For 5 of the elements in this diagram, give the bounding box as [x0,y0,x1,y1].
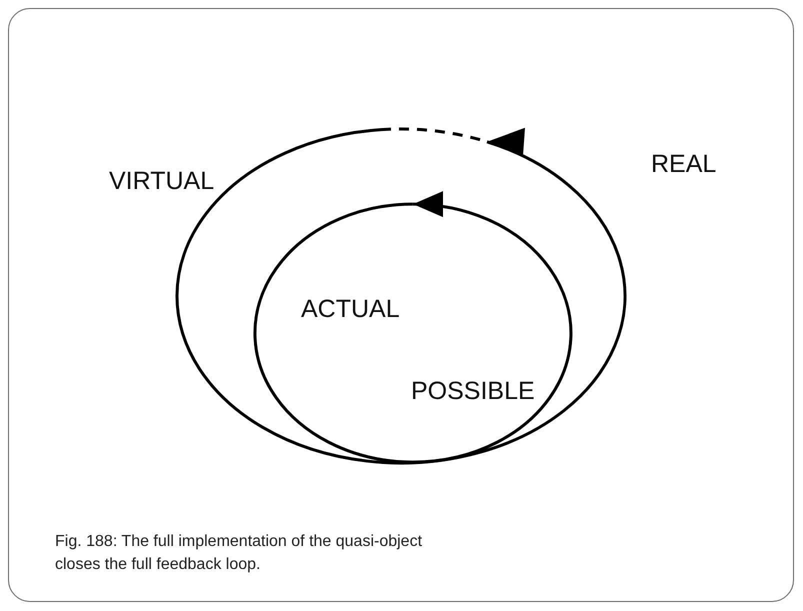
loop-label: POSSIBLE [411,379,535,404]
figure-caption: Fig. 188: The full implementation of the quasi-object closes the full feedback loop. [55,532,424,576]
loop-label: VIRTUAL [109,169,214,194]
loop-label: ACTUAL [301,297,400,322]
loop-label: REAL [651,152,716,177]
